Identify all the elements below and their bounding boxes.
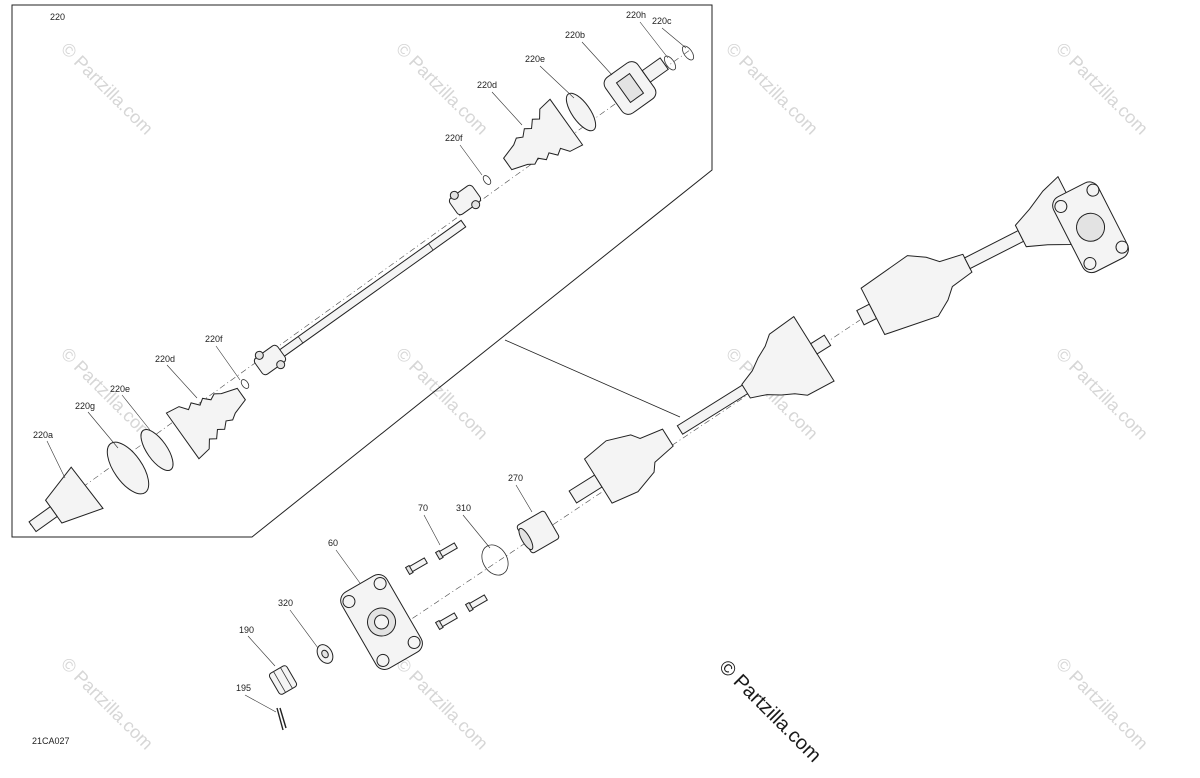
watermark: © Partzilla.com <box>392 654 492 754</box>
drawing-code: 21CA027 <box>32 736 70 746</box>
watermark: © Partzilla.com <box>57 344 157 444</box>
clamp-lower <box>140 429 174 471</box>
callout-220d-lower: 220d <box>155 354 175 364</box>
callout-220e-lower: 220e <box>110 384 130 394</box>
exploded-frame <box>11 4 713 538</box>
washer-320-hole <box>321 649 329 659</box>
callout-220g: 220g <box>75 401 95 411</box>
callout-190: 190 <box>239 625 254 635</box>
callout-220d-upper: 220d <box>477 80 497 90</box>
callout-220: 220 <box>50 12 65 22</box>
wheel-hub-60 <box>340 574 423 670</box>
nut-190 <box>268 665 298 695</box>
boot-upper <box>503 98 584 171</box>
callout-320: 320 <box>278 598 293 608</box>
callout-270: 270 <box>508 473 523 483</box>
cotter-pin-195 <box>276 707 287 731</box>
watermark: © Partzilla.com <box>1052 654 1152 754</box>
callout-195: 195 <box>236 683 251 693</box>
callout-220h: 220h <box>626 10 646 20</box>
tripod-joint-lower <box>253 344 287 376</box>
watermark-large: © Partzilla.com <box>714 656 825 767</box>
callout-70: 70 <box>418 503 428 513</box>
studs-70 <box>404 542 488 631</box>
clamp-upper <box>565 92 597 132</box>
callout-310: 310 <box>456 503 471 513</box>
assembled-hub <box>1052 181 1129 274</box>
tripod-joint-upper <box>448 184 482 216</box>
callout-220c: 220c <box>652 16 672 26</box>
inner-cv-joint <box>28 466 104 533</box>
callout-220f-lower: 220f <box>205 334 223 344</box>
callouts: 220 220h 220c 220b 220e 220d 220f 220f 2… <box>32 10 672 746</box>
frame-leader <box>504 339 681 418</box>
callout-220b: 220b <box>565 30 585 40</box>
outer-cv-housing <box>603 57 669 115</box>
clamp-lower-large <box>106 441 150 495</box>
assembled-axle <box>379 175 1129 641</box>
watermark: © Partzilla.com <box>1052 39 1152 139</box>
callout-220e-upper: 220e <box>525 54 545 64</box>
bearing-270 <box>516 510 560 554</box>
callout-220a: 220a <box>33 430 53 440</box>
watermark: © Partzilla.com <box>1052 344 1152 444</box>
boot-lower <box>165 387 246 460</box>
callout-220f-upper: 220f <box>445 133 463 143</box>
watermark: © Partzilla.com <box>57 39 157 139</box>
leader-lines <box>46 21 687 713</box>
exploded-axle <box>28 45 695 533</box>
callout-60: 60 <box>328 538 338 548</box>
watermark: © Partzilla.com <box>392 344 492 444</box>
watermark: © Partzilla.com <box>722 39 822 139</box>
watermark: © Partzilla.com <box>57 654 157 754</box>
circlip-310 <box>481 544 509 576</box>
